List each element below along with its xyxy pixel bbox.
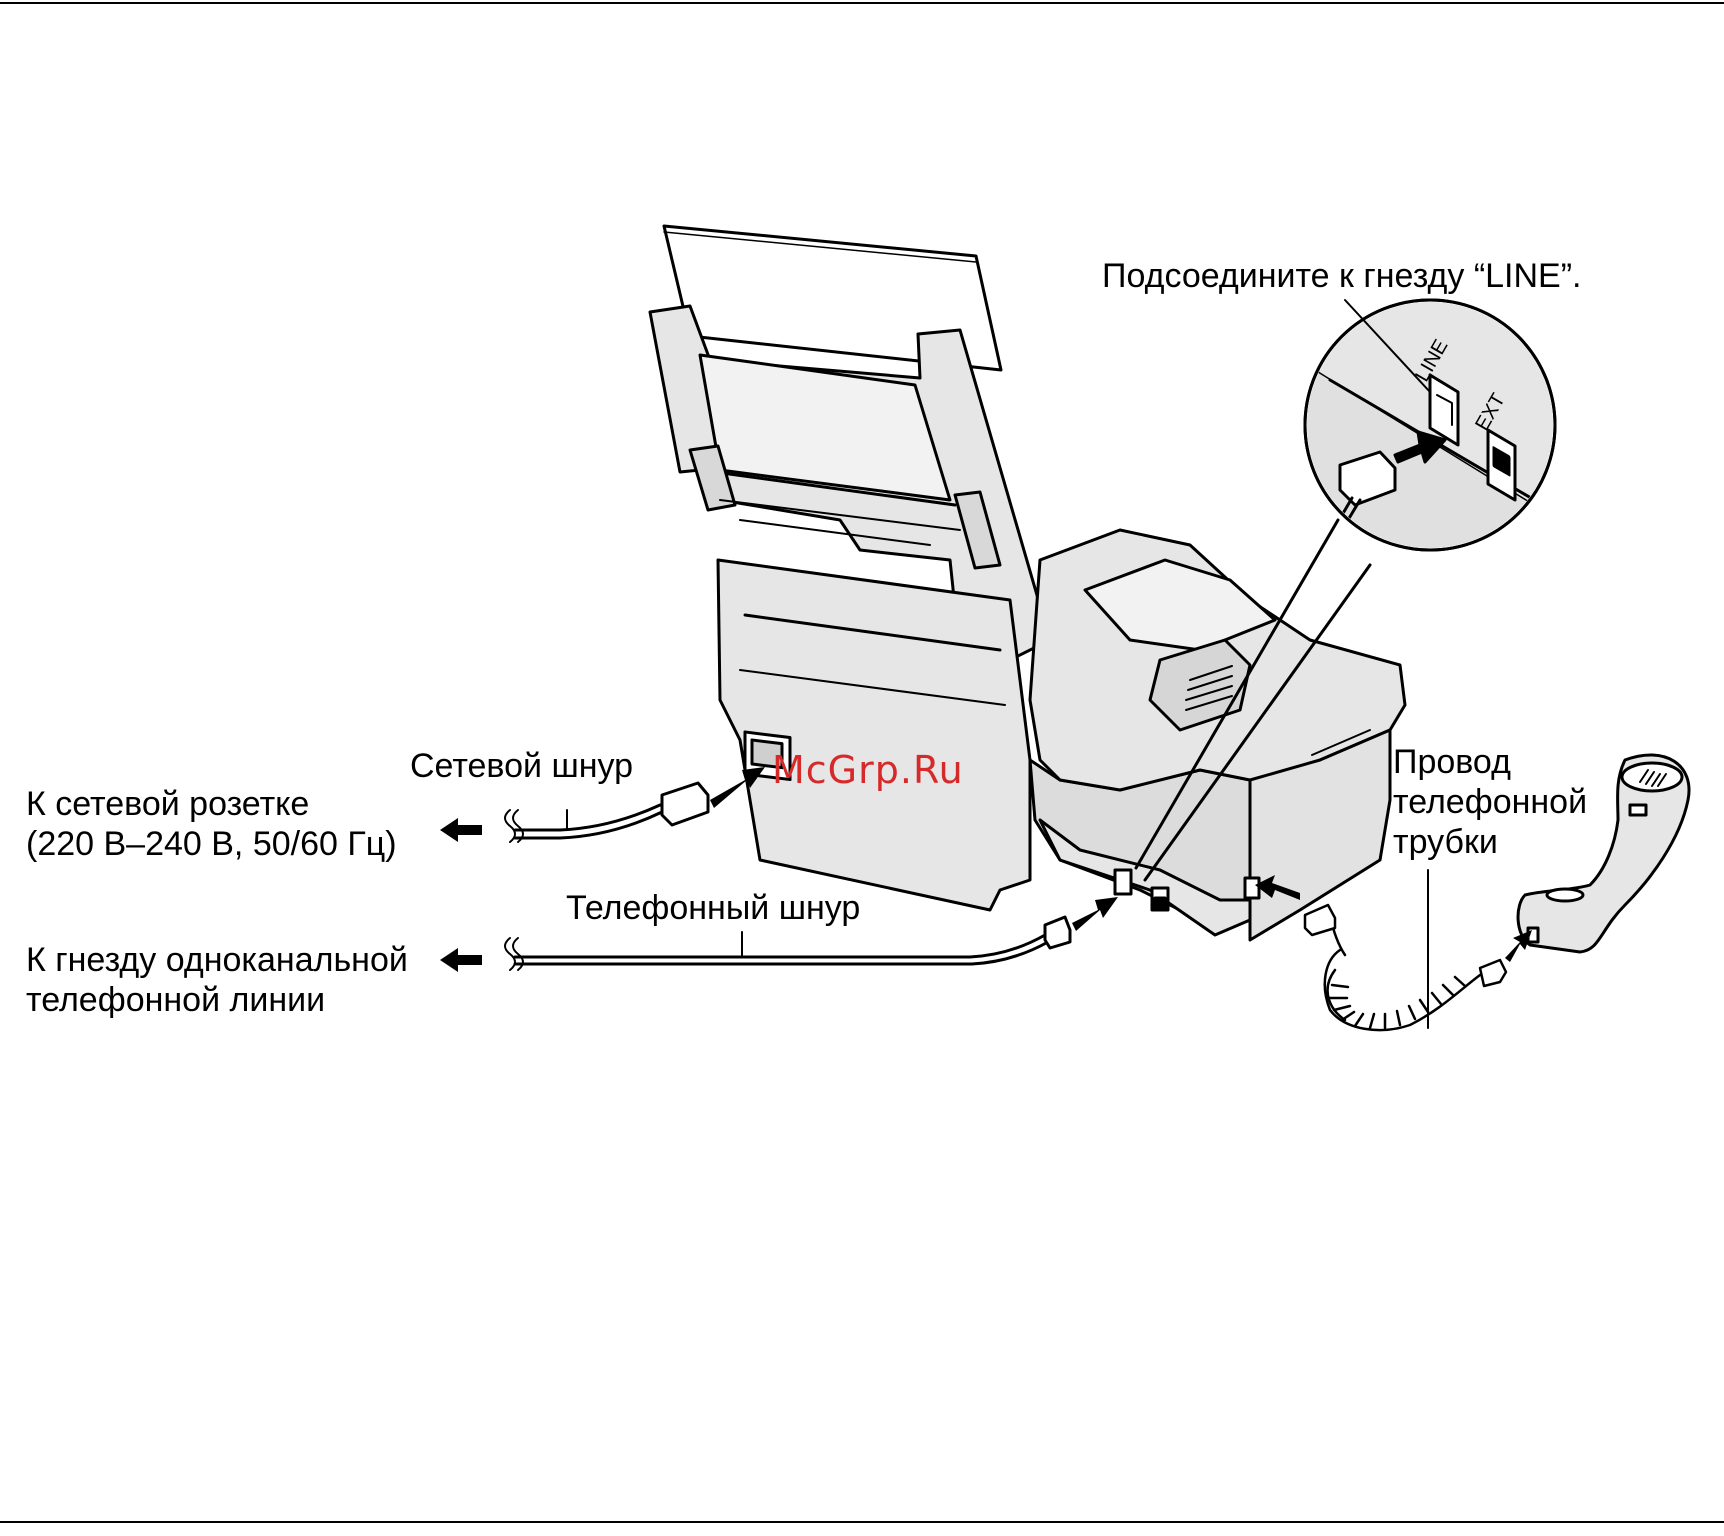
power-cord bbox=[515, 783, 708, 838]
phone-cord-label: Телефонный шнур bbox=[566, 888, 860, 928]
power-cord-label: Сетевой шнур bbox=[410, 746, 633, 786]
to-jack-line2: телефонной линии bbox=[26, 980, 408, 1020]
handset-cord-line3: трубки bbox=[1393, 822, 1587, 862]
line-jack bbox=[1115, 870, 1131, 894]
coiled-cord bbox=[1305, 905, 1506, 1030]
to-jack-label: К гнезду одноканальной телефонной линии bbox=[26, 940, 408, 1020]
handset-jack bbox=[1245, 878, 1259, 898]
handset-cord-label: Провод телефонной трубки bbox=[1393, 742, 1587, 862]
jack-zoom-callout bbox=[1300, 280, 1560, 560]
to-outlet-line2: (220 В–240 В, 50/60 Гц) bbox=[26, 824, 397, 864]
to-outlet-label: К сетевой розетке (220 В–240 В, 50/60 Гц… bbox=[26, 784, 397, 864]
handset-cord-line1: Провод bbox=[1393, 742, 1587, 782]
to-outlet-line1: К сетевой розетке bbox=[26, 784, 397, 824]
to-jack-line1: К гнезду одноканальной bbox=[26, 940, 408, 980]
connect-line-label: Подсоедините к гнезду “LINE”. bbox=[1102, 256, 1582, 296]
handset-cord-line2: телефонной bbox=[1393, 782, 1587, 822]
watermark: McGrp.Ru bbox=[772, 748, 964, 792]
fax-body bbox=[718, 530, 1405, 940]
